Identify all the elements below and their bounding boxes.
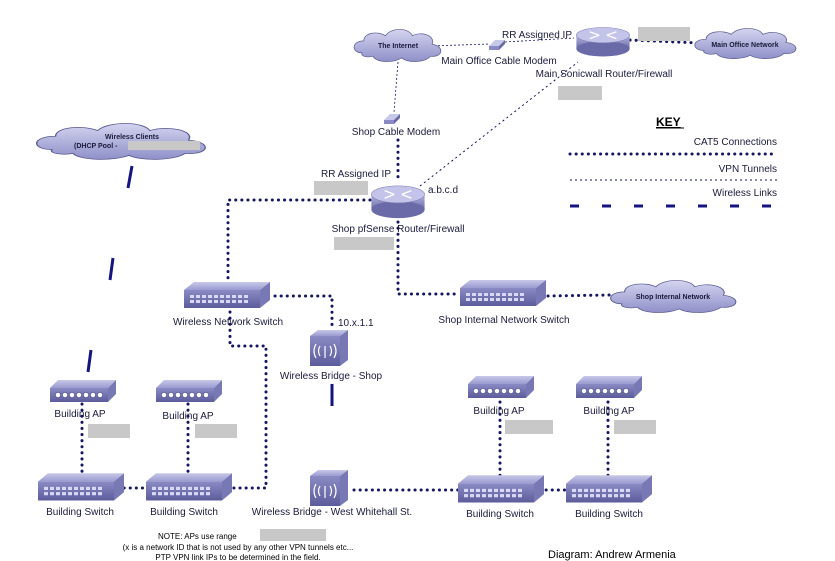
redacted-main-router (558, 86, 602, 100)
svg-text:Building AP: Building AP (162, 411, 213, 422)
link-router-shop-switch (396, 220, 462, 296)
redacted-dhcp-pool (128, 141, 200, 150)
link-main-modem-router (504, 37, 575, 43)
main-router-label: Main Sonicwall Router/Firewall (536, 69, 673, 80)
rr-assigned-ip-main: RR Assigned IP (502, 30, 572, 41)
shop-pfsense-router (370, 185, 426, 219)
shop-cable-modem (384, 114, 400, 124)
link-internet-shop-modem (393, 61, 399, 113)
wireless-link-2 (108, 257, 115, 281)
link-shop-switch-internal (546, 293, 612, 298)
building-ap-3: Building AP (467, 375, 553, 434)
rr-assigned-ip-shop: RR Assigned IP (321, 169, 391, 180)
note-line-3: PTP VPN link IPs to be determined in the… (155, 553, 320, 561)
key-vpn-label: VPN Tunnels (719, 164, 777, 175)
svg-text:Wireless Clients: Wireless Clients (105, 134, 159, 141)
bridge-shop-ip: 10.x.1.1 (338, 318, 374, 329)
svg-text:(DHCP Pool -: (DHCP Pool - (74, 143, 118, 150)
shop-router-ip: a.b.c.d (428, 185, 458, 196)
svg-text:Building AP: Building AP (54, 409, 105, 420)
link-internet-main-modem (429, 43, 491, 47)
building-ap-1: Building AP (49, 379, 130, 438)
shop-router-label: Shop pfSense Router/Firewall (332, 224, 465, 235)
wireless-link-1 (126, 165, 134, 189)
redacted-ap-range (260, 529, 326, 541)
key-wireless-label: Wireless Links (713, 188, 777, 199)
link-switch-bridge-shop (273, 294, 334, 332)
note-line-2: (x is a network ID that is not used by a… (123, 543, 354, 552)
svg-text:Building Switch: Building Switch (150, 507, 218, 518)
redacted-main-ip (638, 27, 690, 41)
wireless-bridge-shop (309, 329, 349, 367)
svg-text:Building Switch: Building Switch (46, 507, 114, 518)
note-block: NOTE: APs use range (x is a network ID t… (123, 529, 354, 561)
internet-cloud: The Internet (353, 29, 442, 62)
building-switch-4: Building Switch (566, 475, 652, 520)
svg-text:Building Switch: Building Switch (466, 509, 534, 520)
bridge-shop-label: Wireless Bridge - Shop (280, 371, 383, 382)
shop-switch-label: Shop Internal Network Switch (438, 315, 569, 326)
svg-text:Building Switch: Building Switch (575, 509, 643, 520)
svg-text:Main Office Network: Main Office Network (711, 42, 778, 49)
diagram-credit: Diagram: Andrew Armenia (548, 549, 677, 561)
wireless-clients-cloud: Wireless Clients (DHCP Pool - (35, 122, 206, 161)
link-router-wireless-switch (226, 198, 372, 286)
main-modem-label: Main Office Cable Modem (441, 56, 556, 67)
wireless-link-3 (86, 349, 93, 373)
shop-internal-cloud: Shop Internal Network (610, 279, 737, 314)
shop-internal-switch (460, 280, 546, 306)
svg-text:Shop Internal Network: Shop Internal Network (636, 294, 710, 301)
redacted-shop-ip (314, 181, 368, 195)
redacted-shop-router (334, 237, 394, 250)
svg-text:Building AP: Building AP (473, 406, 524, 417)
main-office-cloud: Main Office Network (694, 27, 797, 60)
key-title: KEY (656, 115, 681, 129)
note-line-1: NOTE: APs use range (158, 532, 237, 541)
main-cable-modem (489, 40, 505, 50)
building-ap-2: Building AP (155, 379, 237, 438)
svg-text:Wireless Bridge - West Whiteha: Wireless Bridge - West Whitehall St. (252, 507, 412, 518)
shop-modem-label: Shop Cable Modem (352, 127, 440, 138)
wireless-switch-label: Wireless Network Switch (173, 317, 283, 328)
vpn-tunnel-link (419, 61, 579, 187)
building-switch-2: Building Switch (146, 473, 232, 518)
building-switch-1: Building Switch (38, 473, 124, 518)
key-cat5-label: CAT5 Connections (694, 137, 777, 148)
link-switch-building (228, 310, 268, 490)
svg-text:The Internet: The Internet (378, 43, 419, 50)
main-sonicwall-router (575, 26, 631, 58)
svg-text:Building AP: Building AP (583, 406, 634, 417)
legend-key: KEY CAT5 Connections VPN Tunnels Wireles… (568, 115, 779, 208)
wireless-bridge-west: Wireless Bridge - West Whitehall St. (252, 469, 412, 518)
wireless-network-switch (184, 282, 270, 308)
building-ap-4: Building AP (575, 375, 656, 434)
building-switch-3: Building Switch (458, 475, 544, 520)
